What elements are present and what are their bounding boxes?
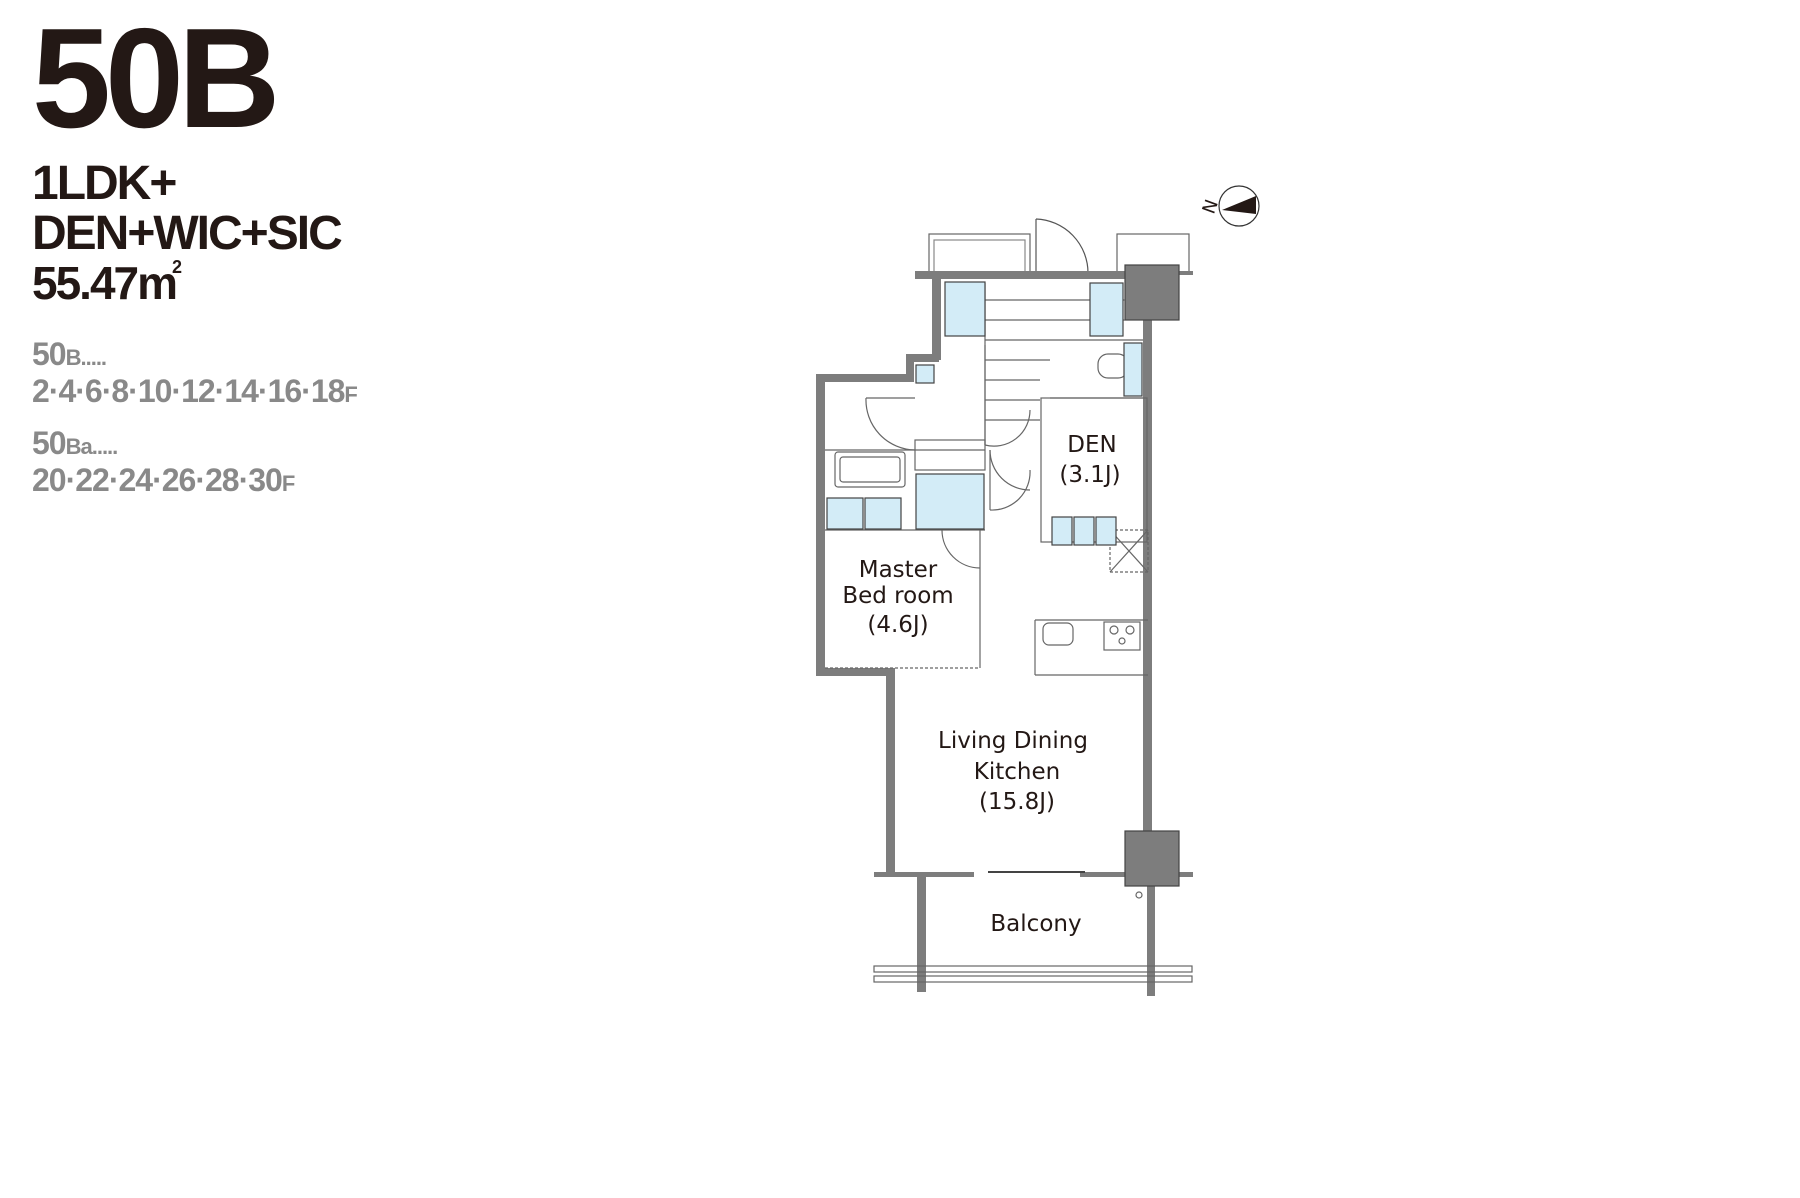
pillar-bottom <box>1124 830 1180 887</box>
variant-code-main: 50 <box>32 425 67 461</box>
variant-code-50b: 50B..... <box>32 336 107 372</box>
variant-dots: ..... <box>91 434 119 459</box>
floor-area: 55.47m2 <box>32 257 182 309</box>
den-size: (3.1J) <box>1059 462 1120 488</box>
layout-type-line1: 1LDK+ <box>32 157 177 210</box>
master-bedroom-label-line2: Bed room <box>842 583 953 609</box>
variant-code-50ba: 50Ba..... <box>32 425 119 461</box>
master-bedroom-size: (4.6J) <box>867 612 928 638</box>
pillar-top <box>1124 264 1180 321</box>
storage-fixtures <box>826 281 1143 546</box>
variant-floor-suffix: F <box>344 382 357 407</box>
compass-icon: N <box>1199 185 1260 227</box>
unit-name: 50B <box>32 0 280 158</box>
variant-floors: 20·22·24·26·28·30 <box>32 462 283 498</box>
variant-code-suffix: B <box>65 345 82 370</box>
master-bedroom-label-line1: Master <box>859 557 938 583</box>
walls <box>816 271 1193 996</box>
variant-code-main: 50 <box>32 336 67 372</box>
ldk-size: (15.8J) <box>979 789 1055 815</box>
variant-floor-suffix: F <box>281 471 295 496</box>
compass-north-label: N <box>1199 197 1223 217</box>
variant-floors: 2·4·6·8·10·12·14·16·18 <box>32 373 345 409</box>
floor-area-value: 55.47m <box>32 257 178 309</box>
variant-floors-50b: 2·4·6·8·10·12·14·16·18F <box>32 373 358 409</box>
ldk-label-line1: Living Dining <box>938 728 1088 754</box>
ldk-label-line2: Kitchen <box>974 759 1060 785</box>
layout-type-line2: DEN+WIC+SIC <box>32 207 343 260</box>
variant-dots: ..... <box>80 345 107 370</box>
variant-code-suffix: Ba <box>65 434 93 459</box>
entry-door <box>1035 218 1089 274</box>
den-label: DEN <box>1067 432 1116 458</box>
variant-floors-50ba: 20·22·24·26·28·30F <box>32 462 295 498</box>
floor-area-unit: 2 <box>172 257 182 277</box>
balcony-label: Balcony <box>990 911 1081 937</box>
